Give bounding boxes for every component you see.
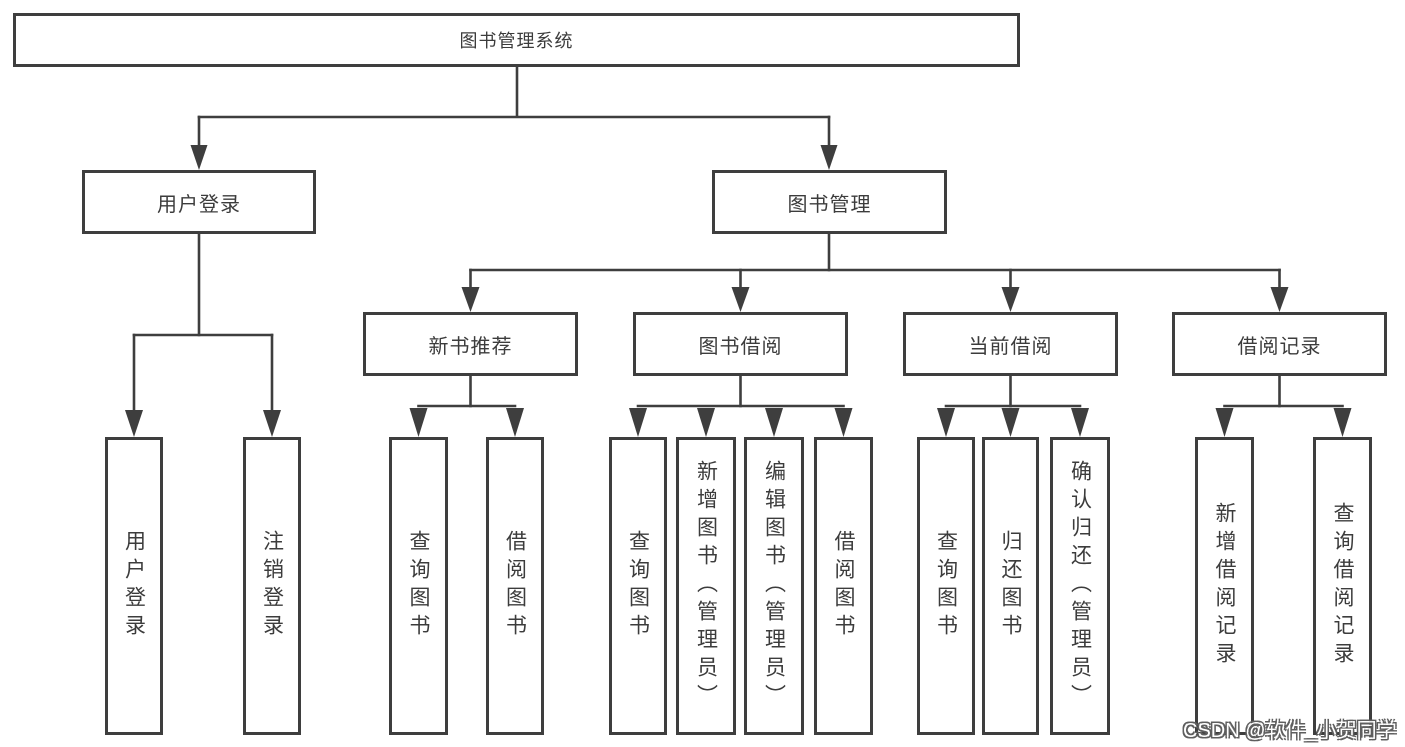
node-new-book-recommend: 新书推荐 [363, 312, 578, 376]
leaf-user-login: 用户登录 [105, 437, 163, 735]
node-book-management: 图书管理 [712, 170, 947, 234]
connector-current-borrow-to-leaves [937, 376, 1089, 437]
node-book-borrow: 图书借阅 [633, 312, 848, 376]
leaf-add-borrow-record-label: 新增借阅记录 [1213, 502, 1236, 670]
connector-borrow-records-to-leaves [1215, 376, 1352, 437]
leaf-edit-books-admin-label: 编辑图书（管理员） [762, 460, 786, 712]
leaf-user-login-label: 用户登录 [122, 530, 146, 642]
leaf-logout: 注销登录 [243, 437, 301, 735]
leaf-query-borrow-record: 查询借阅记录 [1313, 437, 1372, 735]
node-new-book-recommend-label: 新书推荐 [428, 335, 513, 358]
leaf-query-books-borrow: 查询图书 [609, 437, 667, 735]
leaf-query-books-new-label: 查询图书 [407, 530, 430, 642]
node-library-system-label: 图书管理系统 [459, 31, 574, 51]
leaf-logout-label: 注销登录 [260, 530, 284, 642]
leaf-add-books-admin-label: 新增图书（管理员） [694, 460, 718, 712]
node-current-borrow: 当前借阅 [903, 312, 1118, 376]
connector-book-management-to-level3 [461, 234, 1289, 312]
leaf-confirm-return-admin: 确认归还（管理员） [1050, 437, 1110, 735]
leaf-query-books-current-label: 查询图书 [934, 530, 958, 642]
leaf-edit-books-admin: 编辑图书（管理员） [744, 437, 804, 735]
leaf-query-books-new: 查询图书 [389, 437, 448, 735]
leaf-borrow-books-new: 借阅图书 [486, 437, 544, 735]
leaf-query-books-borrow-label: 查询图书 [626, 530, 650, 642]
leaf-borrow-books: 借阅图书 [814, 437, 873, 735]
leaf-borrow-books-new-label: 借阅图书 [503, 530, 527, 642]
connector-user-login-to-leaves [125, 234, 281, 437]
node-book-management-label: 图书管理 [787, 193, 872, 216]
leaf-add-borrow-record: 新增借阅记录 [1195, 437, 1254, 735]
node-user-login: 用户登录 [82, 170, 316, 234]
connector-new-book-to-leaves [409, 376, 524, 437]
leaf-query-borrow-record-label: 查询借阅记录 [1331, 502, 1354, 670]
leaf-borrow-books-label: 借阅图书 [832, 530, 855, 642]
connector-book-borrow-to-leaves [629, 376, 853, 437]
node-borrow-records: 借阅记录 [1172, 312, 1387, 376]
node-current-borrow-label: 当前借阅 [968, 335, 1053, 358]
node-borrow-records-label: 借阅记录 [1237, 335, 1322, 358]
csdn-watermark: CSDN @软件_小贺同学 [1183, 720, 1397, 742]
node-book-borrow-label: 图书借阅 [698, 335, 783, 358]
leaf-query-books-current: 查询图书 [917, 437, 975, 735]
node-user-login-label: 用户登录 [157, 193, 241, 216]
leaf-confirm-return-admin-label: 确认归还（管理员） [1068, 460, 1092, 712]
node-library-system: 图书管理系统 [13, 13, 1020, 67]
leaf-return-books-label: 归还图书 [999, 530, 1022, 642]
leaf-add-books-admin: 新增图书（管理员） [676, 437, 736, 735]
connector-root-to-level2 [190, 66, 838, 170]
leaf-return-books: 归还图书 [982, 437, 1039, 735]
